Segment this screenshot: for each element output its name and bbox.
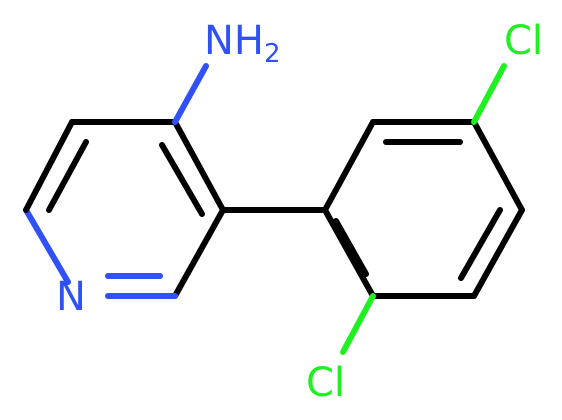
- bond-c3-c2: [172, 207, 226, 299]
- bond-b6-b1: [322, 207, 376, 299]
- bond-c4-c4a: [172, 119, 226, 213]
- bond-b4-b5-inner: [458, 207, 503, 281]
- bond-c6-c5: [23, 119, 75, 213]
- bond-b3-cl-top: [471, 63, 507, 125]
- bond-b3-b4: [471, 119, 525, 213]
- benzene-ring: [322, 119, 525, 299]
- bond-c6-c5-inner: [46, 139, 89, 213]
- bond-c4-c4a-inner: [159, 142, 205, 217]
- amine-label: NH2: [204, 18, 281, 69]
- bond-b6-cl-bottom: [340, 293, 376, 355]
- chlorine-bottom-label: Cl: [306, 360, 345, 406]
- bond-b6-b1-inner: [333, 218, 369, 277]
- bond-c4-nh2: [172, 63, 209, 125]
- bond-b1-b2: [322, 119, 376, 213]
- chlorine-top-label: Cl: [504, 18, 543, 64]
- pyridine-nitrogen-label: N: [56, 274, 86, 320]
- amine-text: NH: [204, 18, 264, 64]
- bond-n-c6: [23, 207, 71, 285]
- bond-b4-b5: [471, 207, 525, 299]
- pyridine-ring: [23, 119, 226, 299]
- amine-subscript: 2: [264, 39, 281, 69]
